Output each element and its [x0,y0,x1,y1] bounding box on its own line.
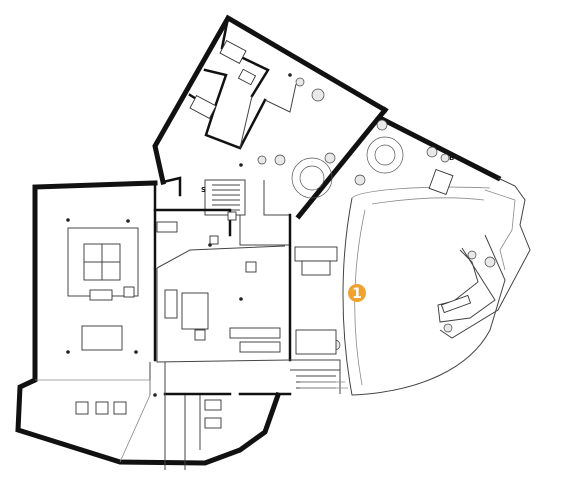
terrace-pool [300,177,531,396]
outer-walls [15,14,502,466]
area-marker[interactable]: 1 [348,284,366,302]
terrace-label: B [449,154,454,162]
marker-circle [348,284,366,302]
furniture [67,40,472,429]
interior-walls [35,16,341,470]
stair-label: S [201,186,206,194]
ceiling-lights [66,73,292,397]
marker-number: 1 [352,286,362,302]
courtyard-trees [257,77,496,351]
